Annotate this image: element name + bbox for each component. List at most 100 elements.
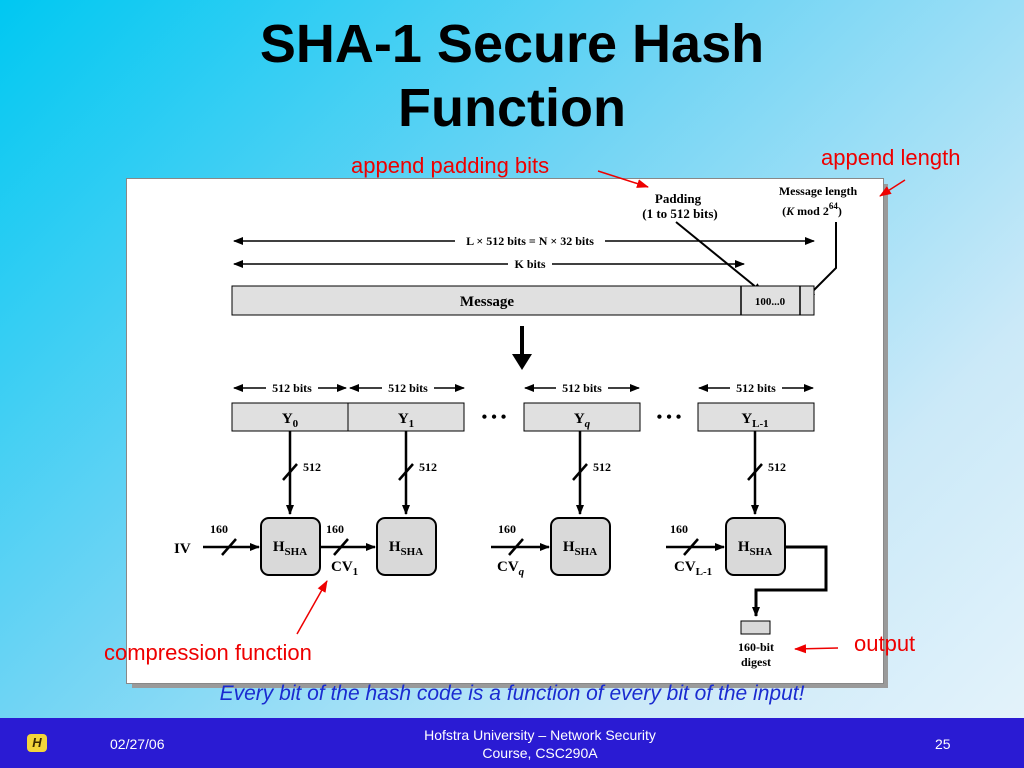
padding-arrow xyxy=(675,221,763,293)
input-width-last: 512 xyxy=(768,460,786,474)
message-label: Message xyxy=(460,294,514,310)
block-width-label-bg-0 xyxy=(266,380,318,395)
output-callout-arrow xyxy=(794,644,839,654)
hash-box-q-name: H xyxy=(563,539,575,555)
length-label-2: (K mod 264) xyxy=(782,201,842,218)
block-y1-sub: 1 xyxy=(409,418,415,430)
cvlast-label: CVL-1 xyxy=(674,559,712,578)
block-y1 xyxy=(347,402,465,432)
hash-box-1-label: HSHA xyxy=(389,539,423,558)
padding-callout-arrow xyxy=(597,170,649,188)
compression-callout-arrow xyxy=(296,580,328,635)
iv-slash xyxy=(221,538,237,556)
cvlast-name: CV xyxy=(674,559,696,575)
block-yq-label: Yq xyxy=(574,411,591,430)
block-y0-label: Y0 xyxy=(282,411,299,430)
callout-append-length: append length xyxy=(821,145,961,170)
k-bits-label: K bits xyxy=(514,257,545,271)
iv-label: IV xyxy=(174,541,191,557)
callout-compression: compression function xyxy=(104,640,312,665)
length-arrow xyxy=(805,222,837,299)
padding-label-1: Padding xyxy=(655,191,702,206)
hash-box-1 xyxy=(376,517,437,576)
slide-title-line-2: Function xyxy=(398,78,626,138)
ellipsis-2: • • • xyxy=(657,409,682,426)
padding-label-2: (1 to 512 bits) xyxy=(642,206,717,221)
block-width-label-last: 512 bits xyxy=(736,381,776,395)
hash-box-q-label: HSHA xyxy=(563,539,597,558)
length-k: K xyxy=(785,204,795,218)
length-paren-open: ( xyxy=(782,204,786,218)
block-yq xyxy=(523,402,641,432)
input-width-q: 512 xyxy=(593,460,611,474)
hash-box-0-name: H xyxy=(273,539,285,555)
block-y1-label: Y1 xyxy=(398,411,414,430)
tagline: Every bit of the hash code is a function… xyxy=(219,682,805,705)
block-width-label-q: 512 bits xyxy=(562,381,602,395)
total-bits-label-bg xyxy=(455,233,605,249)
digest-box xyxy=(740,620,771,635)
input-slash-q xyxy=(572,463,588,481)
padding-value: 100...0 xyxy=(755,296,786,308)
block-yq-sub: q xyxy=(585,418,591,430)
hash-boxes: HSHA HSHA HSHA HSHA xyxy=(260,517,786,576)
block-ylast-name: Y xyxy=(741,411,752,427)
cv1-name: CV xyxy=(331,559,353,575)
block-yq-name: Y xyxy=(574,411,585,427)
output-path xyxy=(752,545,828,617)
block-ylast-label: YL-1 xyxy=(741,411,768,430)
block-y0-name: Y xyxy=(282,411,293,427)
cv1-width: 160 xyxy=(326,522,344,536)
cv1-slash xyxy=(333,538,349,556)
block-width-label-1: 512 bits xyxy=(388,381,428,395)
input-slash-0 xyxy=(282,463,298,481)
digest-label-1: 160-bit xyxy=(738,640,774,654)
input-slash-last xyxy=(747,463,763,481)
block-y0-sub: 0 xyxy=(293,418,299,430)
callout-append-padding: append padding bits xyxy=(351,153,550,178)
length-label-1: Message length xyxy=(779,184,858,198)
block-width-label-bg-last xyxy=(730,380,782,395)
hash-box-0-sub: SHA xyxy=(285,546,308,558)
cvq-slash xyxy=(508,538,524,556)
footer-date: 02/27/06 xyxy=(110,736,165,752)
block-ylast-sub: L-1 xyxy=(752,418,769,430)
ellipsis-1: • • • xyxy=(482,409,507,426)
footer-page-number: 25 xyxy=(935,736,951,752)
length-exponent: 64 xyxy=(829,201,839,211)
footer-bar: H 02/27/06 Hofstra University – Network … xyxy=(0,718,1024,768)
input-width-0: 512 xyxy=(303,460,321,474)
cvlast-slash xyxy=(683,538,699,556)
cvq-width: 160 xyxy=(498,522,516,536)
cvq-label: CVq xyxy=(497,559,525,578)
total-bits-label: L × 512 bits = N × 32 bits xyxy=(466,234,594,248)
block-width-label-0: 512 bits xyxy=(272,381,312,395)
block-y0 xyxy=(231,402,349,432)
block-width-arrows: 512 bits 512 bits 512 bits 512 bits xyxy=(233,380,814,395)
length-mod: mod 2 xyxy=(794,204,829,218)
cvlast-width: 160 xyxy=(670,522,688,536)
block-y1-name: Y xyxy=(398,411,409,427)
cvq-sub: q xyxy=(519,566,525,578)
k-bits-label-bg xyxy=(508,256,552,272)
cv1-sub: 1 xyxy=(353,566,359,578)
footer-course-line-1: Hofstra University – Network Security xyxy=(424,727,656,743)
length-paren-close: ) xyxy=(838,204,842,218)
input-slash-1 xyxy=(398,463,414,481)
cv1-label: CV1 xyxy=(331,559,358,578)
footer-course: Hofstra University – Network Security Co… xyxy=(330,726,750,762)
message-bar xyxy=(231,285,815,316)
slide-title: SHA-1 Secure Hash Function xyxy=(0,12,1024,140)
hash-box-last-sub: SHA xyxy=(750,546,773,558)
input-width-1: 512 xyxy=(419,460,437,474)
hash-box-last-label: HSHA xyxy=(738,539,772,558)
chaining-arrows: IV 160 160 CV1 160 CVq 160 CVL-1 xyxy=(174,522,725,578)
footer-course-line-2: Course, CSC290A xyxy=(482,745,598,761)
hash-box-q-sub: SHA xyxy=(575,546,598,558)
hash-box-q xyxy=(550,517,611,576)
block-width-label-bg-1 xyxy=(382,380,434,395)
callout-output: output xyxy=(854,631,916,656)
iv-width: 160 xyxy=(210,522,228,536)
hash-box-0-label: HSHA xyxy=(273,539,307,558)
